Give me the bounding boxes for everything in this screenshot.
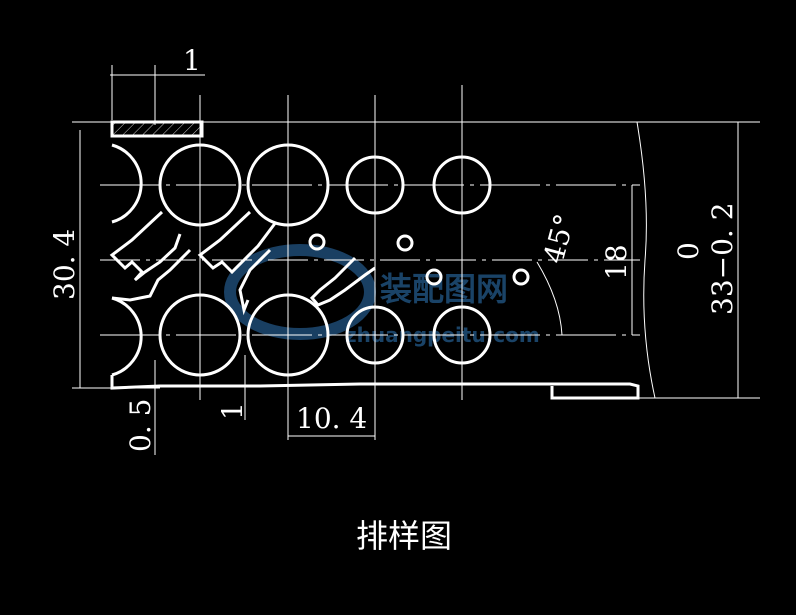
dim-width: 33−0. 2 <box>706 202 739 315</box>
part-outlines <box>109 120 640 400</box>
watermark-text: 装配图网 <box>380 270 508 308</box>
dim-bottom-gap: 1 <box>216 402 249 420</box>
dim-angle: 45° <box>537 210 582 266</box>
dim-pitch: 10. 4 <box>296 402 367 435</box>
punch-holes <box>111 143 530 377</box>
dimension-lines <box>79 65 739 455</box>
centerlines <box>72 85 760 440</box>
dim-bottom-offset: 0. 5 <box>124 399 157 452</box>
dim-row-spacing: 18 <box>600 244 633 280</box>
dim-height-left: 30. 4 <box>48 229 81 300</box>
drawing-title: 排样图 <box>356 517 452 555</box>
dim-top-gap: 1 <box>183 44 201 77</box>
dim-width-tol: 0 <box>672 242 705 260</box>
watermark-logo: 装配图网 zhuangpeitu.com <box>224 244 540 347</box>
